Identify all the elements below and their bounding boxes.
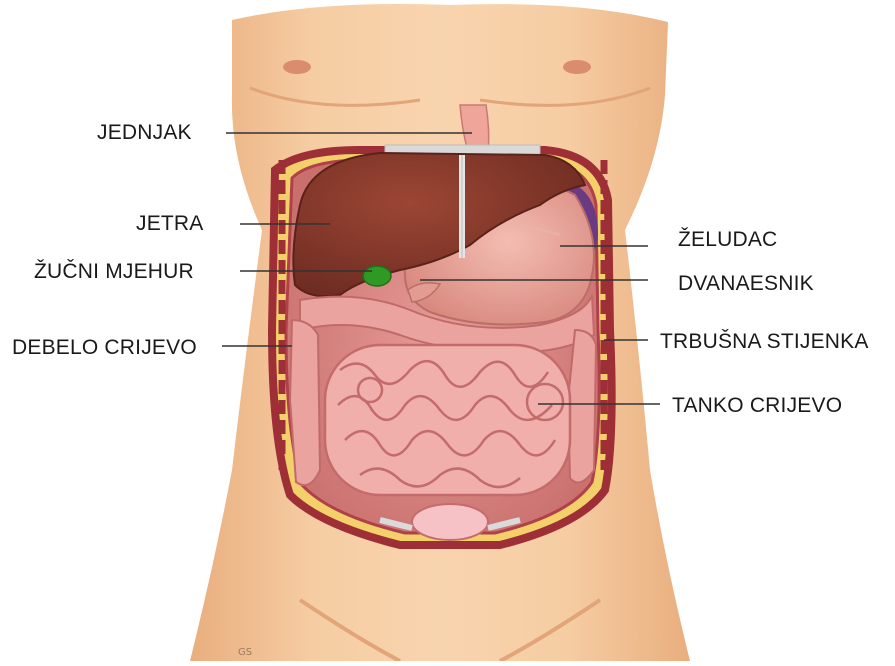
label-gallbladder: ŽUČNI MJEHUR [34,261,194,282]
label-small-intestine: TANKO CRIJEVO [672,395,842,416]
label-stomach: ŽELUDAC [678,229,777,250]
descending-colon [568,330,596,483]
small-intestine [325,345,570,495]
artist-signature: GS [238,647,252,658]
label-liver: JETRA [136,213,204,234]
label-large-intestine: DEBELO CRIJEVO [12,337,197,358]
left-nipple [283,60,311,74]
label-esophagus: JEDNJAK [97,122,192,143]
gallbladder [363,266,391,286]
label-duodenum: DVANAESNIK [678,273,814,294]
ascending-colon [290,320,320,485]
label-abdominal-wall: TRBUŠNA STIJENKA [660,331,869,352]
right-nipple [563,60,591,74]
bladder [412,504,488,540]
